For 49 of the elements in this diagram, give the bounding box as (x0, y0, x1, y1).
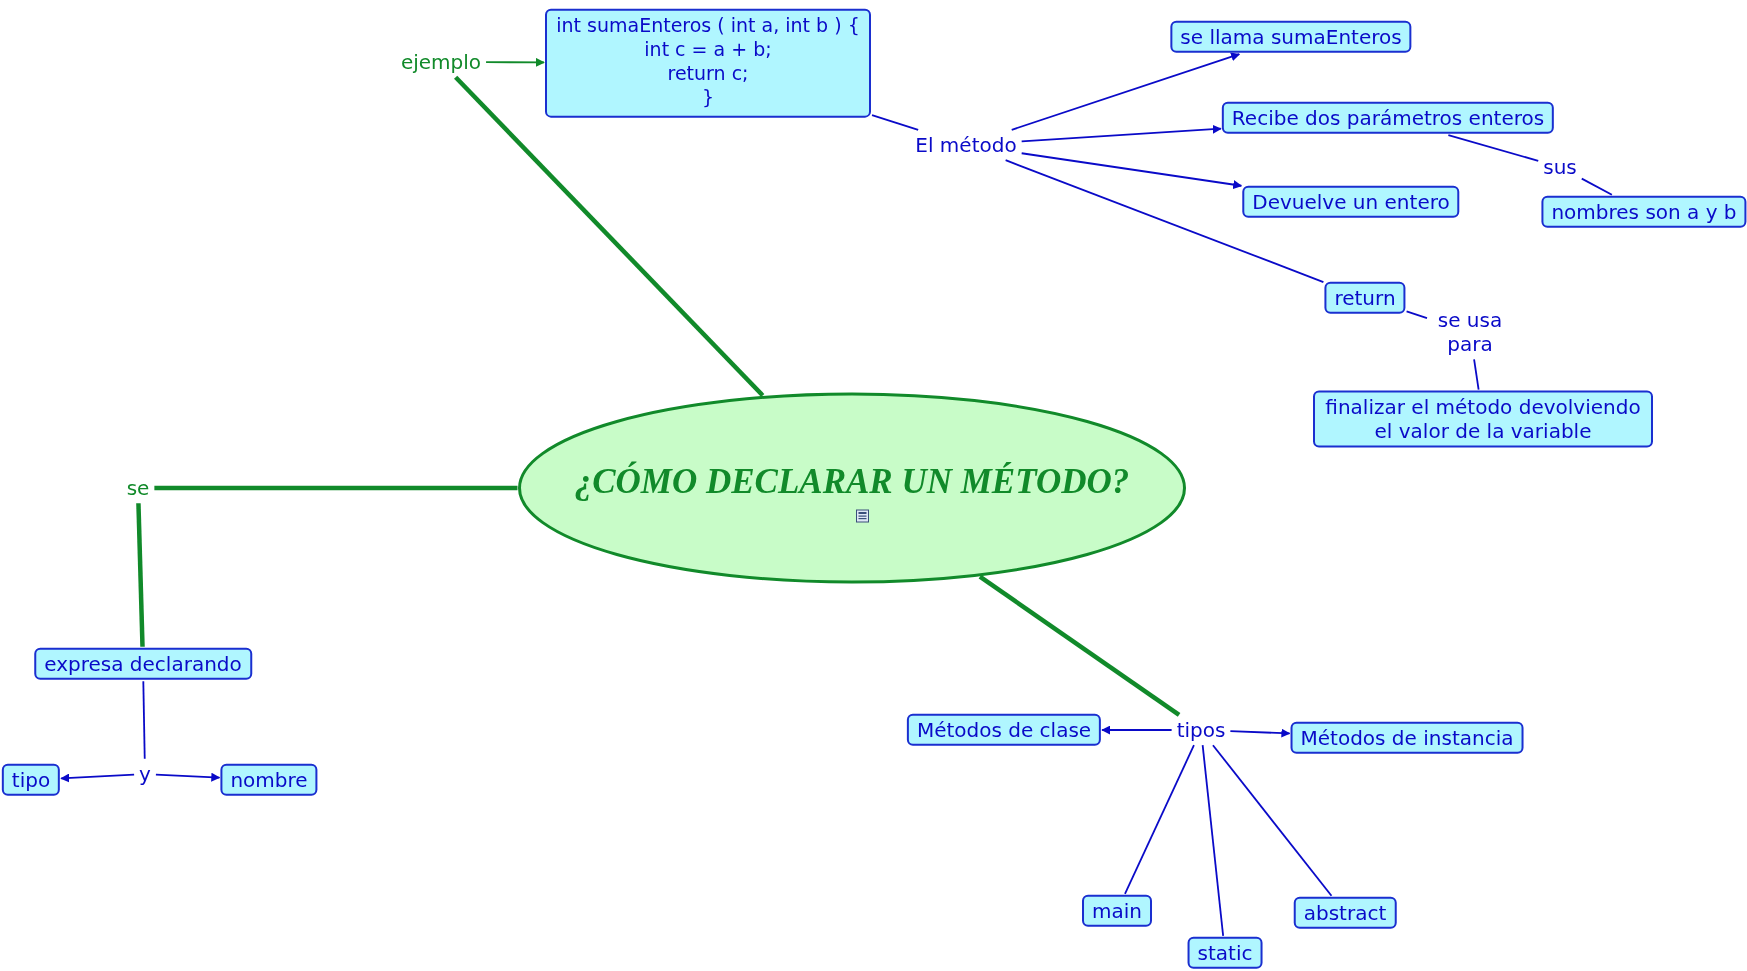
concept-box: Métodos de instancia (1290, 721, 1524, 755)
arrow (1229, 728, 1291, 738)
linking-phrase: y (137, 761, 153, 787)
arrow (155, 772, 221, 782)
arrow (485, 57, 545, 67)
linking-phrase: se (124, 475, 152, 501)
connector-line (1212, 744, 1333, 897)
linking-phrase: El método (913, 132, 1019, 158)
connector-line (1201, 744, 1225, 937)
concept-box: static (1187, 936, 1263, 970)
code-line: } (701, 85, 715, 110)
connector-line (1405, 310, 1428, 319)
code-line: return c; (667, 61, 749, 86)
concept-box: nombres son a y b (1541, 195, 1747, 229)
concept-box: se llama sumaEnteros (1170, 20, 1412, 54)
arrow (1101, 725, 1173, 735)
connector-line (871, 114, 920, 131)
connector-line (1473, 358, 1480, 391)
connector-line (1580, 177, 1613, 196)
concept-box: return (1324, 281, 1406, 315)
linking-phrase: sus (1541, 154, 1579, 180)
concept-box: tipo (1, 763, 61, 797)
connector-line (1447, 134, 1540, 162)
connector-line (978, 574, 1181, 717)
central-title: ¿CÓMO DECLARAR UN MÉTODO? (574, 460, 1130, 503)
concept-box: abstract (1293, 896, 1397, 930)
linking-phrase: tipos (1174, 717, 1228, 743)
code-line: int c = a + b; (644, 37, 772, 62)
arrow (1020, 152, 1243, 189)
connector-line (1004, 159, 1325, 283)
code-line: int sumaEnteros ( int a, int b ) { (556, 13, 860, 38)
code-box (545, 8, 871, 118)
concept-box: main (1082, 894, 1152, 928)
linking-phrase: se usa para (1430, 307, 1510, 357)
connector-line (1124, 744, 1195, 895)
concept-box: finalizar el método devolviendo el valor de la variable (1313, 390, 1653, 448)
concept-box: Devuelve un entero (1242, 185, 1460, 219)
concept-box: nombre (220, 763, 318, 797)
linking-phrase: ejemplo (398, 49, 484, 75)
concept-box: expresa declarando (34, 647, 252, 681)
concept-box: Métodos de clase (906, 713, 1102, 747)
connector-line (142, 680, 146, 760)
arrow (1020, 124, 1222, 143)
arrow (1010, 52, 1241, 131)
arrow (60, 773, 135, 783)
connector-line (136, 503, 145, 647)
concept-box: Recibe dos parámetros enteros (1221, 101, 1555, 135)
connector-line (454, 75, 765, 398)
connector-line (154, 485, 518, 491)
